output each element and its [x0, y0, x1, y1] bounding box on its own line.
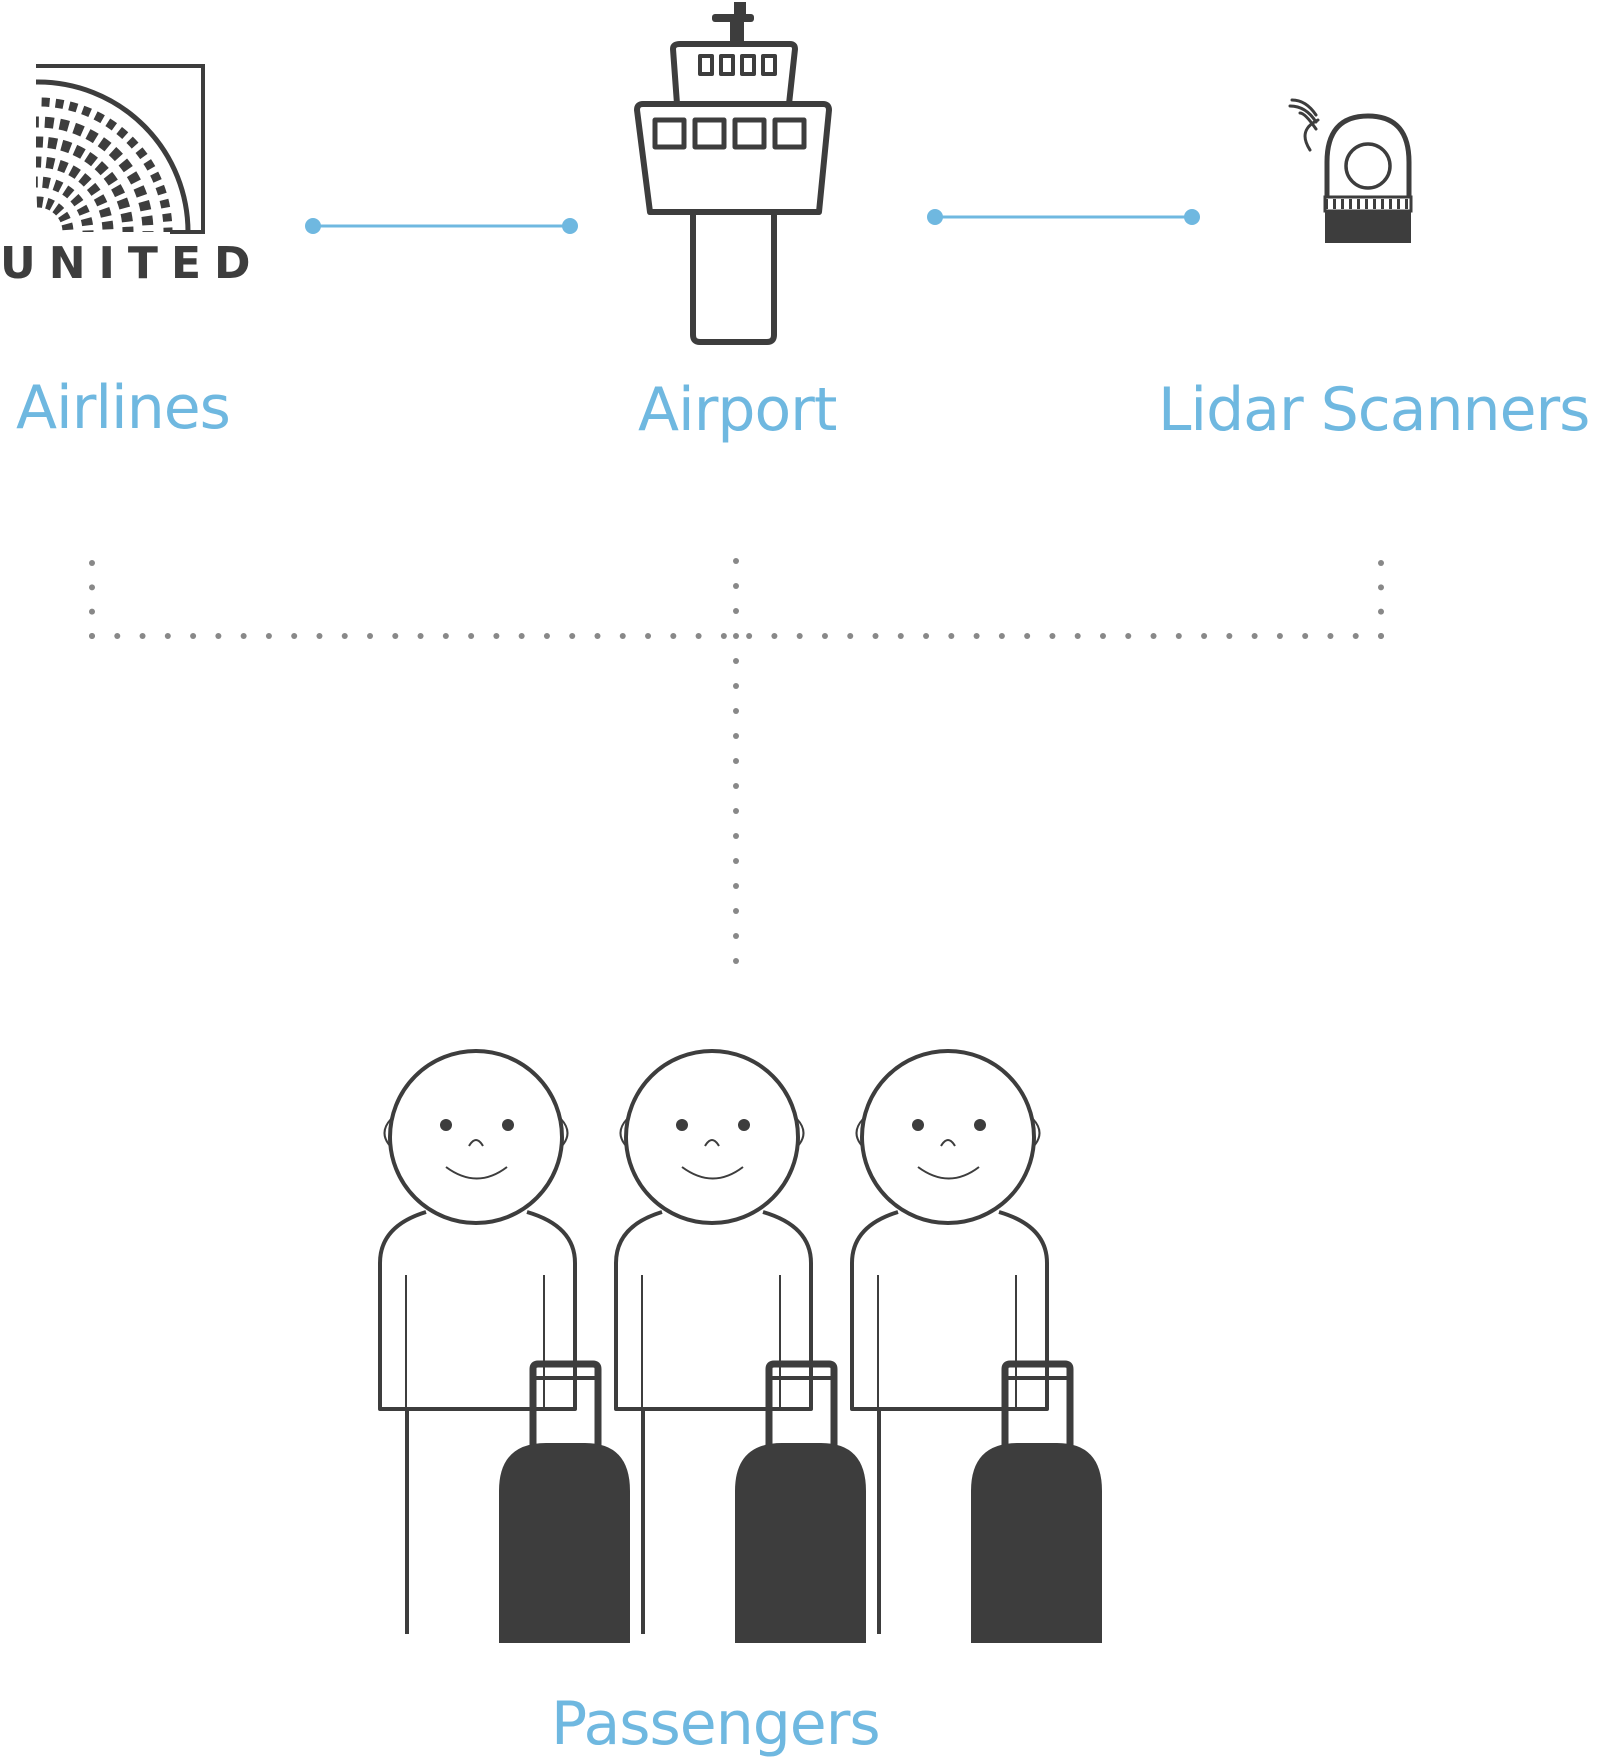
- passenger-icon: [850, 1049, 1102, 1643]
- node-label-airlines: Airlines: [16, 373, 231, 443]
- connector-airlines-airport: [305, 218, 578, 234]
- node-label-passengers: Passengers: [551, 1689, 881, 1759]
- lidar-scanner-icon: [1288, 98, 1413, 243]
- passengers-group: [378, 1049, 1102, 1643]
- united-logo-wordmark: UNITED: [0, 238, 264, 289]
- control-tower-icon: [634, 2, 832, 345]
- united-logo-icon: [36, 64, 205, 234]
- node-label-lidar-scanners: Lidar Scanners: [1158, 375, 1590, 445]
- connector-airport-lidar: [927, 209, 1200, 225]
- passenger-icon: [378, 1049, 630, 1643]
- passenger-icon: [614, 1049, 866, 1643]
- node-label-airport: Airport: [638, 375, 837, 445]
- dotted-connector: [89, 558, 1384, 964]
